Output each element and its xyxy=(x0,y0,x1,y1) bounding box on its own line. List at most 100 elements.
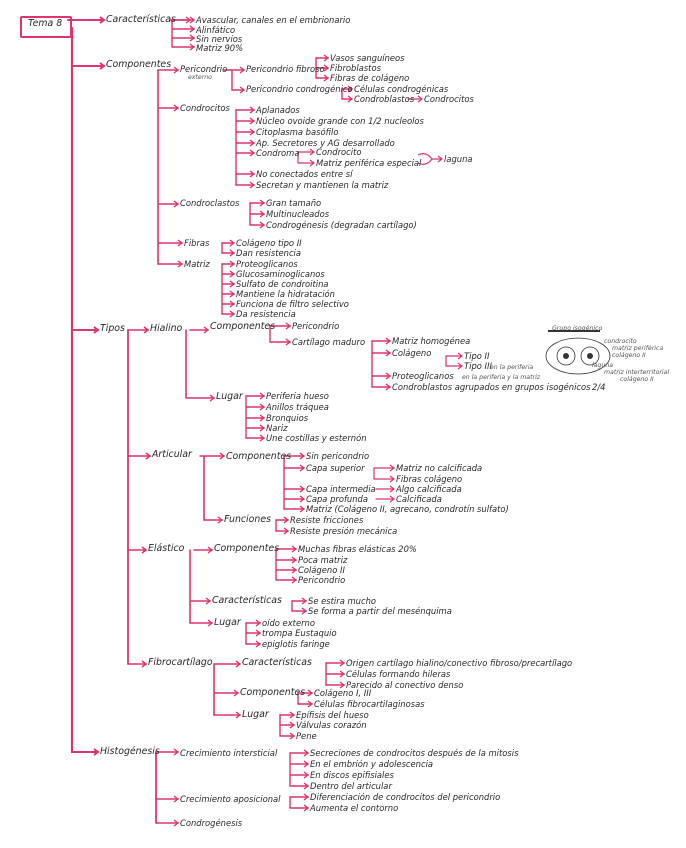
colageno-note: en la periferia xyxy=(490,363,533,373)
elastico-componentes-item: Pericondrio xyxy=(298,575,345,585)
proteoglicanos-label: Proteoglicanos xyxy=(392,371,454,381)
fibras-item: Dan resistencia xyxy=(236,248,301,258)
caracteristicas-label: Características xyxy=(106,15,176,25)
matriz-item: Sulfato de condroitina xyxy=(236,279,329,289)
hialino-lugar-item: Une costillas y esternón xyxy=(266,433,367,443)
pericondrio-externo-note: externo xyxy=(188,73,212,83)
funciones-item: Resiste presión mecánica xyxy=(290,526,397,536)
condrocitos-label: Condrocitos xyxy=(180,103,230,113)
nucleus-dot xyxy=(563,353,569,359)
condroma-item: Condrocito xyxy=(316,147,362,157)
intersticial-item: En discos epifisiales xyxy=(310,770,394,780)
condrocitos-item: Secretan y mantienen la matriz xyxy=(256,180,388,190)
pericondrio-condrogenico-label: Pericondrio condrogénico xyxy=(246,84,353,94)
condroclastos-item: Multinucleados xyxy=(266,209,329,219)
matriz-item: Glucosaminoglicanos xyxy=(236,269,325,279)
fibro-lugar-item: Epífisis del hueso xyxy=(296,710,369,720)
condrocitos-item: Citoplasma basófilo xyxy=(256,127,338,137)
capa-superior-label: Capa superior xyxy=(306,463,365,473)
condroma-label: Condroma xyxy=(256,148,299,158)
articular-label: Articular xyxy=(152,450,192,460)
articular-componentes-label: Componentes xyxy=(226,452,291,462)
laguna-label: laguna xyxy=(444,154,473,164)
fibroso-item: Fibras de colágeno xyxy=(330,73,409,83)
fibro-caracteristicas-item: Células formando hileras xyxy=(346,669,450,679)
elastico-lugar-item: oído externo xyxy=(262,618,315,628)
caracteristicas-item: Matriz 90% xyxy=(196,43,243,53)
hialino-lugar-item: Nariz xyxy=(266,423,288,433)
fibras-label: Fibras xyxy=(184,238,209,248)
capa-profunda-value: Calcificada xyxy=(396,494,442,504)
elastico-componentes-label: Componentes xyxy=(214,544,279,554)
matriz-homogenea: Matriz homogénea xyxy=(392,336,470,346)
fibro-lugar-item: Válvulas corazón xyxy=(296,720,367,730)
fibro-caracteristicas-label: Características xyxy=(242,658,312,668)
hialino-lugar-item: Anillos tráquea xyxy=(266,402,329,412)
condrogenico-item: Condroblastos xyxy=(354,94,414,104)
elastico-caracteristicas-label: Características xyxy=(212,596,282,606)
matriz-item: Funciona de filtro selectivo xyxy=(236,299,349,309)
funciones-item: Resiste fricciones xyxy=(290,515,363,525)
colageno-tipo: Tipo II xyxy=(464,351,490,361)
condrogenico-item: Células condrogénicas xyxy=(354,84,448,94)
condrocitos-item: No conectados entre sí xyxy=(256,169,352,179)
fibro-lugar-label: Lugar xyxy=(242,710,269,720)
condroblastos-grupos: Condroblastos agrupados en grupos isogén… xyxy=(392,382,591,392)
articular-matriz: Matriz (Colágeno II, agrecano, condrotín… xyxy=(306,504,509,514)
matriz-item: Mantiene la hidratación xyxy=(236,289,335,299)
elastico-caracteristicas-item: Se forma a partir del mesénquima xyxy=(308,606,452,616)
capa-profunda-label: Capa profunda xyxy=(306,494,368,504)
fibro-componentes-item: Células fibrocartilaginosas xyxy=(314,699,425,709)
aposicional-item: Aumenta el contorno xyxy=(310,803,398,813)
elastico-lugar-item: epiglotis faringe xyxy=(262,639,330,649)
colageno-tipo: Tipo III xyxy=(464,361,492,371)
hialino-pericondrio: Pericondrio xyxy=(292,321,339,331)
intersticial-item: En el embrión y adolescencia xyxy=(310,759,433,769)
aposicional-item: Diferenciación de condrocitos del perico… xyxy=(310,792,500,802)
cartilago-maduro-label: Cartílago maduro xyxy=(292,337,365,347)
fibroso-item: Vasos sanguíneos xyxy=(330,53,405,63)
capa-superior-item: Fibras colágeno xyxy=(396,474,462,484)
intersticial-item: Dentro del articular xyxy=(310,781,392,791)
capa-intermedia-value: Algo calcificada xyxy=(396,484,462,494)
fibro-lugar-item: Pene xyxy=(296,731,317,741)
tipos-label: Tipos xyxy=(100,324,125,334)
matriz-item: Proteoglicanos xyxy=(236,259,298,269)
capa-intermedia-label: Capa intermedia xyxy=(306,484,376,494)
fibrocartilago-label: Fibrocartílago xyxy=(148,658,213,668)
fibroso-item: Fibroblastos xyxy=(330,63,381,73)
caracteristicas-item: Avascular, canales en el embrionario xyxy=(196,15,350,25)
fibras-item: Colágeno tipo II xyxy=(236,238,302,248)
elastico-componentes-item: Colágeno II xyxy=(298,565,345,575)
condrocitos-item: Núcleo ovoide grande con 1/2 nucleolos xyxy=(256,116,424,126)
title: Tema 8 xyxy=(28,19,62,29)
matriz-label: Matriz xyxy=(184,259,210,269)
aposicional-label: Crecimiento aposicional xyxy=(180,794,280,804)
condroma-item: Matriz periférica especial xyxy=(316,158,421,168)
fibro-caracteristicas-item: Origen cartílago hialino/conectivo fibro… xyxy=(346,658,572,668)
capa-superior-item: Matriz no calcificada xyxy=(396,463,482,473)
condroclastos-label: Condroclastos xyxy=(180,198,239,208)
diagram-label: colágeno II xyxy=(620,375,654,385)
elastico-caracteristicas-item: Se estira mucho xyxy=(308,596,376,606)
pericondrio-fibroso-label: Pericondrio fibroso xyxy=(246,64,325,74)
colageno-label: Colágeno xyxy=(392,348,431,358)
componentes-label: Componentes xyxy=(106,60,171,70)
elastico-componentes-item: Muchas fibras elásticas 20% xyxy=(298,544,417,554)
nucleus-dot xyxy=(587,353,593,359)
histogenesis-label: Histogénesis xyxy=(100,747,160,757)
intersticial-label: Crecimiento intersticial xyxy=(180,748,277,758)
hialino-lugar-item: Bronquios xyxy=(266,413,308,423)
intersticial-item: Secreciones de condrocitos después de la… xyxy=(310,748,518,758)
condroclastos-item: Gran tamaño xyxy=(266,198,321,208)
elastico-label: Elástico xyxy=(148,544,184,554)
hialino-lugar-label: Lugar xyxy=(216,392,243,402)
hialino-componentes-label: Componentes xyxy=(210,322,275,332)
hialino-label: Hialino xyxy=(150,324,182,334)
elastico-lugar-item: trompa Eustaquio xyxy=(262,628,337,638)
fraction: 2/4 xyxy=(592,382,605,392)
condroclastos-item: Condrogénesis (degradan cartílago) xyxy=(266,220,417,230)
hialino-lugar-item: Periferia hueso xyxy=(266,391,329,401)
diagram-label: colágeno II xyxy=(612,351,646,361)
